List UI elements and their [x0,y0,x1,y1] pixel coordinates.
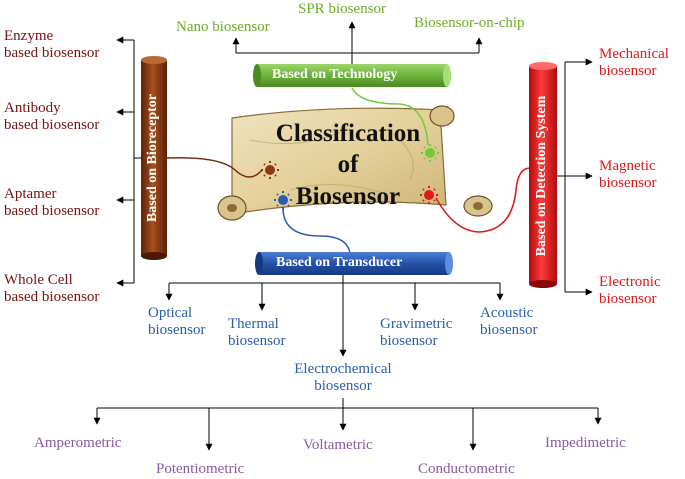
item-line: biosensor [599,175,657,192]
technology-item-spr: SPR biosensor [298,1,386,17]
item-line: biosensor [314,378,372,395]
item-line: biosensor [380,333,438,350]
item-line: based biosensor [4,117,100,134]
item-line: Electronic [599,274,661,290]
technology-sun-icon [421,144,439,162]
bioreceptor-bar [141,56,167,260]
item-line: based biosensor [4,45,100,62]
transducer-bar-label: Based on Transducer [276,255,403,270]
title-line-2: of [337,151,359,179]
item-line: Magnetic [599,158,656,174]
technology-connector [351,87,429,146]
electrochemical-item-impedimetric: Impedimetric [545,435,626,451]
technology-arrows [232,21,483,64]
technology-item-nano: Nano biosensor [176,19,270,35]
scroll-image [217,105,493,221]
bioreceptor-item-aptamer: Aptamer based biosensor [4,186,99,221]
item-line: Mechanical [599,46,669,62]
item-line: Optical [148,305,193,321]
title-line-3: Biosensor [295,182,401,210]
bioreceptor-bar-label: Based on Bioreceptor [145,93,160,223]
electrochemical-item-conductometric: Conductometric [418,461,515,477]
item-line: biosensor [228,333,286,350]
detection-bracket [557,58,593,296]
bioreceptor-bracket [116,36,141,287]
technology-bar [253,64,451,87]
transducer-arrows [165,275,504,357]
bioreceptor-item-antibody: Antibody based biosensor [4,100,99,135]
bioreceptor-connector [165,157,263,178]
item-line: Gravimetric [380,316,453,332]
electrochemical-item-potentiometric: Potentiometric [156,461,245,477]
item-line: Enzyme [4,28,54,44]
transducer-item-thermal: Thermal biosensor [228,316,286,351]
bioreceptor-item-enzyme: Enzyme based biosensor [4,28,99,63]
detection-bar-label: Based on Detection System [534,95,549,257]
electrochemical-item-voltametric: Voltametric [303,437,373,453]
technology-bar-label: Based on Technology [272,67,398,82]
transducer-item-electrochemical: Electrochemical biosensor [278,361,408,396]
detection-sun-icon [420,186,438,204]
detection-connector [435,167,531,233]
detection-bar [529,62,557,288]
item-line: biosensor [148,322,206,339]
item-line: based biosensor [4,203,100,220]
bioreceptor-item-whole-cell: Whole Cell based biosensor [4,272,99,307]
electrochemical-arrows [93,398,602,451]
item-line: Electrochemical [294,361,392,377]
item-line: Thermal [228,316,279,332]
item-line: Antibody [4,100,61,116]
item-line: biosensor [599,63,657,80]
item-line: biosensor [599,291,657,308]
transducer-item-gravimetric: Gravimetric biosensor [380,316,452,351]
title-line-1: Classification [275,120,421,147]
item-line: based biosensor [4,289,100,306]
transducer-bar [255,252,453,275]
technology-item-on-chip: Biosensor-on-chip [414,15,525,31]
detection-item-magnetic: Magnetic biosensor [599,158,657,193]
transducer-item-acoustic: Acoustic biosensor [480,305,538,340]
item-line: Acoustic [480,305,534,321]
diagram-title: Classification of Biosensor [258,118,438,212]
detection-item-electronic: Electronic biosensor [599,274,661,309]
transducer-connector [282,207,351,255]
item-line: biosensor [480,322,538,339]
item-line: Aptamer [4,186,57,202]
electrochemical-item-amperometric: Amperometric [34,435,122,451]
detection-item-mechanical: Mechanical biosensor [599,46,669,81]
transducer-item-optical: Optical biosensor [148,305,206,340]
item-line: Whole Cell [4,272,73,288]
